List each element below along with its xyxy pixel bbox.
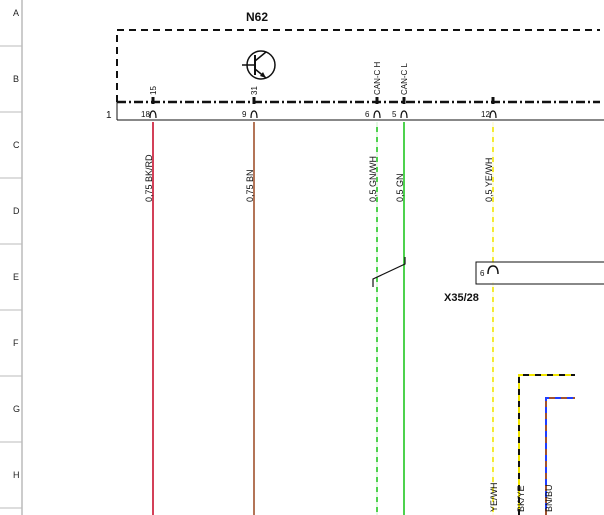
bottom-wire-label-0: YE/WH (489, 482, 499, 512)
pin-socket-5 (400, 110, 408, 119)
pin-number-9: 9 (242, 110, 247, 119)
row-label-d: D (13, 206, 20, 216)
wire-label-18: 0,75 BK/RD (144, 154, 154, 202)
component-label: N62 (246, 10, 268, 24)
bottom-wires: YE/WH BK/YE BN/BU (489, 374, 575, 515)
wire-label-12: 0,5 YE/WH (484, 158, 494, 202)
pin-number-12: 12 (481, 110, 490, 119)
terminal-label-6: CAN-C H (373, 61, 382, 95)
wire-label-5: 0,5 GN (395, 173, 405, 202)
wires (152, 122, 494, 515)
pin-number-6: 6 (365, 110, 370, 119)
twisted-pair-icon (372, 257, 406, 287)
pin-number-18: 18 (141, 110, 150, 119)
transistor-icon (242, 50, 276, 80)
pin-socket-12 (489, 110, 497, 119)
terminal-label-18: 15 (149, 86, 158, 95)
terminal-tab-6 (375, 97, 379, 104)
x35-label: X35/28 (444, 292, 479, 304)
row-label-h: H (13, 470, 20, 480)
connector-index: 1 (106, 110, 112, 121)
wire-label-9: 0,75 BN (245, 169, 255, 202)
terminal-tab-5 (402, 97, 406, 104)
terminal-label-9: 31 (250, 86, 259, 95)
pins: 18 15 0,75 BK/RD 9 31 0,75 BN 6 CAN-C H 0,5 GN/W… (141, 61, 497, 202)
terminal-tab-18 (151, 97, 155, 104)
wire-label-6: 0,5 GN/WH (368, 156, 378, 202)
row-grid: A B C D E F G H (0, 0, 23, 515)
terminal-tab-9 (252, 97, 256, 104)
row-label-g: G (13, 404, 20, 414)
row-label-c: C (13, 140, 20, 150)
bottom-wire-label-1: BK/YE (516, 485, 526, 512)
terminal-tab-12 (491, 97, 495, 104)
pin-socket-9 (250, 110, 258, 119)
pin-socket-18 (149, 110, 157, 119)
pin-number-5: 5 (392, 110, 397, 119)
bottom-wire-label-2: BN/BU (544, 484, 554, 512)
connector-x35: 6 X35/28 (444, 261, 604, 304)
row-label-a: A (13, 8, 19, 18)
row-label-f: F (13, 338, 19, 348)
pin-socket-6 (373, 110, 381, 119)
row-label-b: B (13, 74, 19, 84)
terminal-label-5: CAN-C L (400, 62, 409, 95)
row-label-e: E (13, 272, 19, 282)
x35-pin: 6 (480, 269, 485, 278)
component-n62: N62 1 (106, 10, 604, 121)
